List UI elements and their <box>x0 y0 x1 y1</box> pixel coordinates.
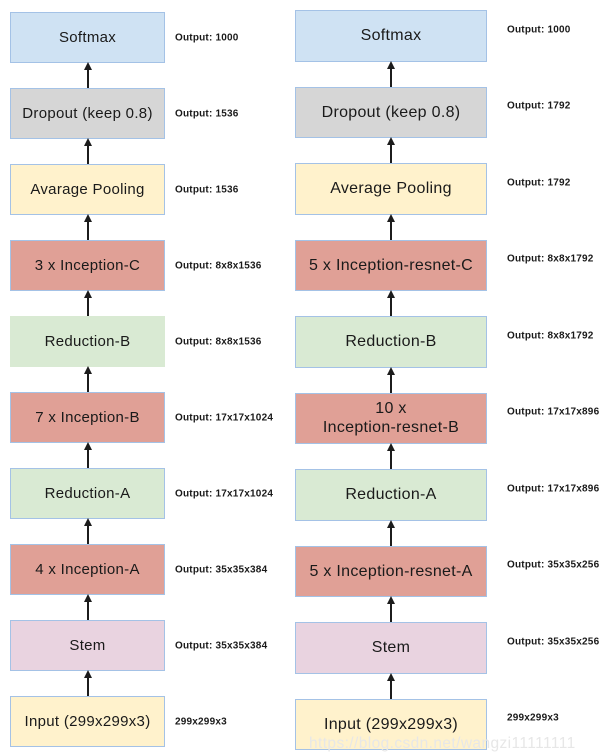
block-label: Reduction-B <box>345 333 437 351</box>
output-shape-label: Output: 1536 <box>175 108 239 119</box>
block-label: Dropout (keep 0.8) <box>22 105 153 122</box>
block-input-299x299x3: Input (299x299x3) 299x299x3 <box>295 698 559 750</box>
block-average-pooling: Average Pooling Output: 1792 <box>295 163 570 215</box>
block-dropout-keep-0-8: Dropout (keep 0.8) Output: 1792 <box>295 86 570 138</box>
up-arrow-icon <box>10 215 165 240</box>
block-label: Reduction-B <box>44 333 131 350</box>
block-label: Softmax <box>58 29 117 46</box>
block-label: Avarage Pooling <box>30 181 145 198</box>
up-arrow-icon <box>295 597 487 622</box>
up-arrow-icon <box>295 291 487 316</box>
block-label: 4 x Inception-A <box>35 561 140 578</box>
block-5-x-inception-resnet-a: 5 x Inception-resnet-A Output: 35x35x256 <box>295 545 599 597</box>
up-arrow-icon <box>10 671 165 696</box>
up-arrow-icon <box>295 674 487 699</box>
block-label: 5 x Inception-resnet-A <box>309 562 473 580</box>
output-shape-label: Output: 35x35x256 <box>507 559 600 571</box>
up-arrow-icon <box>295 215 487 240</box>
up-arrow-icon <box>10 443 165 468</box>
block-label: Softmax <box>360 27 422 45</box>
block-avarage-pooling: Avarage Pooling Output: 1536 <box>10 164 238 215</box>
up-arrow-icon <box>295 444 487 469</box>
output-shape-label: Output: 35x35x384 <box>175 564 268 575</box>
block-reduction-a: Reduction-A Output: 17x17x1024 <box>10 468 273 519</box>
output-shape-label: Output: 35x35x256 <box>507 636 600 648</box>
block-label: 5 x Inception-resnet-C <box>308 256 473 274</box>
block-5-x-inception-resnet-c: 5 x Inception-resnet-C Output: 8x8x1792 <box>295 239 593 291</box>
up-arrow-icon <box>10 367 165 392</box>
block-stem: Stem Output: 35x35x256 <box>295 622 599 674</box>
output-shape-label: Output: 1792 <box>507 177 571 189</box>
block-label: Reduction-A <box>345 486 437 504</box>
output-shape-label: Output: 1536 <box>175 184 239 195</box>
up-arrow-icon <box>295 368 487 393</box>
output-shape-label: Output: 8x8x1536 <box>175 260 262 271</box>
output-shape-label: Output: 17x17x896 <box>507 406 600 418</box>
block-label: Average Pooling <box>330 180 452 198</box>
output-shape-label: Output: 35x35x384 <box>175 640 268 651</box>
block-label: 10 x Inception-resnet-B <box>322 400 460 437</box>
up-arrow-icon <box>10 519 165 544</box>
output-shape-label: 299x299x3 <box>175 716 227 727</box>
output-shape-label: 299x299x3 <box>507 712 559 724</box>
block-label: 7 x Inception-B <box>35 409 140 426</box>
up-arrow-icon <box>295 521 487 546</box>
output-shape-label: Output: 1792 <box>507 100 571 112</box>
block-label: 3 x Inception-C <box>34 257 141 274</box>
block-dropout-keep-0-8: Dropout (keep 0.8) Output: 1536 <box>10 88 238 139</box>
block-label: Input (299x299x3) <box>24 713 151 730</box>
block-label: Stem <box>69 637 106 654</box>
up-arrow-icon <box>10 595 165 620</box>
up-arrow-icon <box>10 63 165 88</box>
block-label: Input (299x299x3) <box>323 715 459 733</box>
output-shape-label: Output: 8x8x1792 <box>507 253 594 265</box>
block-reduction-b: Reduction-B Output: 8x8x1792 <box>295 316 593 368</box>
output-shape-label: Output: 17x17x896 <box>507 483 600 495</box>
block-reduction-b: Reduction-B Output: 8x8x1536 <box>10 316 261 367</box>
block-softmax: Softmax Output: 1000 <box>295 10 570 62</box>
up-arrow-icon <box>10 291 165 316</box>
block-7-x-inception-b: 7 x Inception-B Output: 17x17x1024 <box>10 392 273 443</box>
output-shape-label: Output: 17x17x1024 <box>175 412 274 423</box>
block-softmax: Softmax Output: 1000 <box>10 12 238 63</box>
block-input-299x299x3: Input (299x299x3) 299x299x3 <box>10 696 227 747</box>
block-label: Stem <box>371 639 411 657</box>
output-shape-label: Output: 8x8x1792 <box>507 330 594 342</box>
block-4-x-inception-a: 4 x Inception-A Output: 35x35x384 <box>10 544 267 595</box>
block-10-x-inception-resnet-b: 10 x Inception-resnet-B Output: 17x17x896 <box>295 392 599 444</box>
output-shape-label: Output: 1000 <box>175 32 239 43</box>
output-shape-label: Output: 1000 <box>507 24 571 36</box>
block-label: Dropout (keep 0.8) <box>321 103 461 121</box>
block-stem: Stem Output: 35x35x384 <box>10 620 267 671</box>
up-arrow-icon <box>295 138 487 163</box>
output-shape-label: Output: 8x8x1536 <box>175 336 262 347</box>
block-reduction-a: Reduction-A Output: 17x17x896 <box>295 469 599 521</box>
up-arrow-icon <box>295 62 487 87</box>
block-3-x-inception-c: 3 x Inception-C Output: 8x8x1536 <box>10 240 261 291</box>
output-shape-label: Output: 17x17x1024 <box>175 488 274 499</box>
block-label: Reduction-A <box>44 485 131 502</box>
up-arrow-icon <box>10 139 165 164</box>
